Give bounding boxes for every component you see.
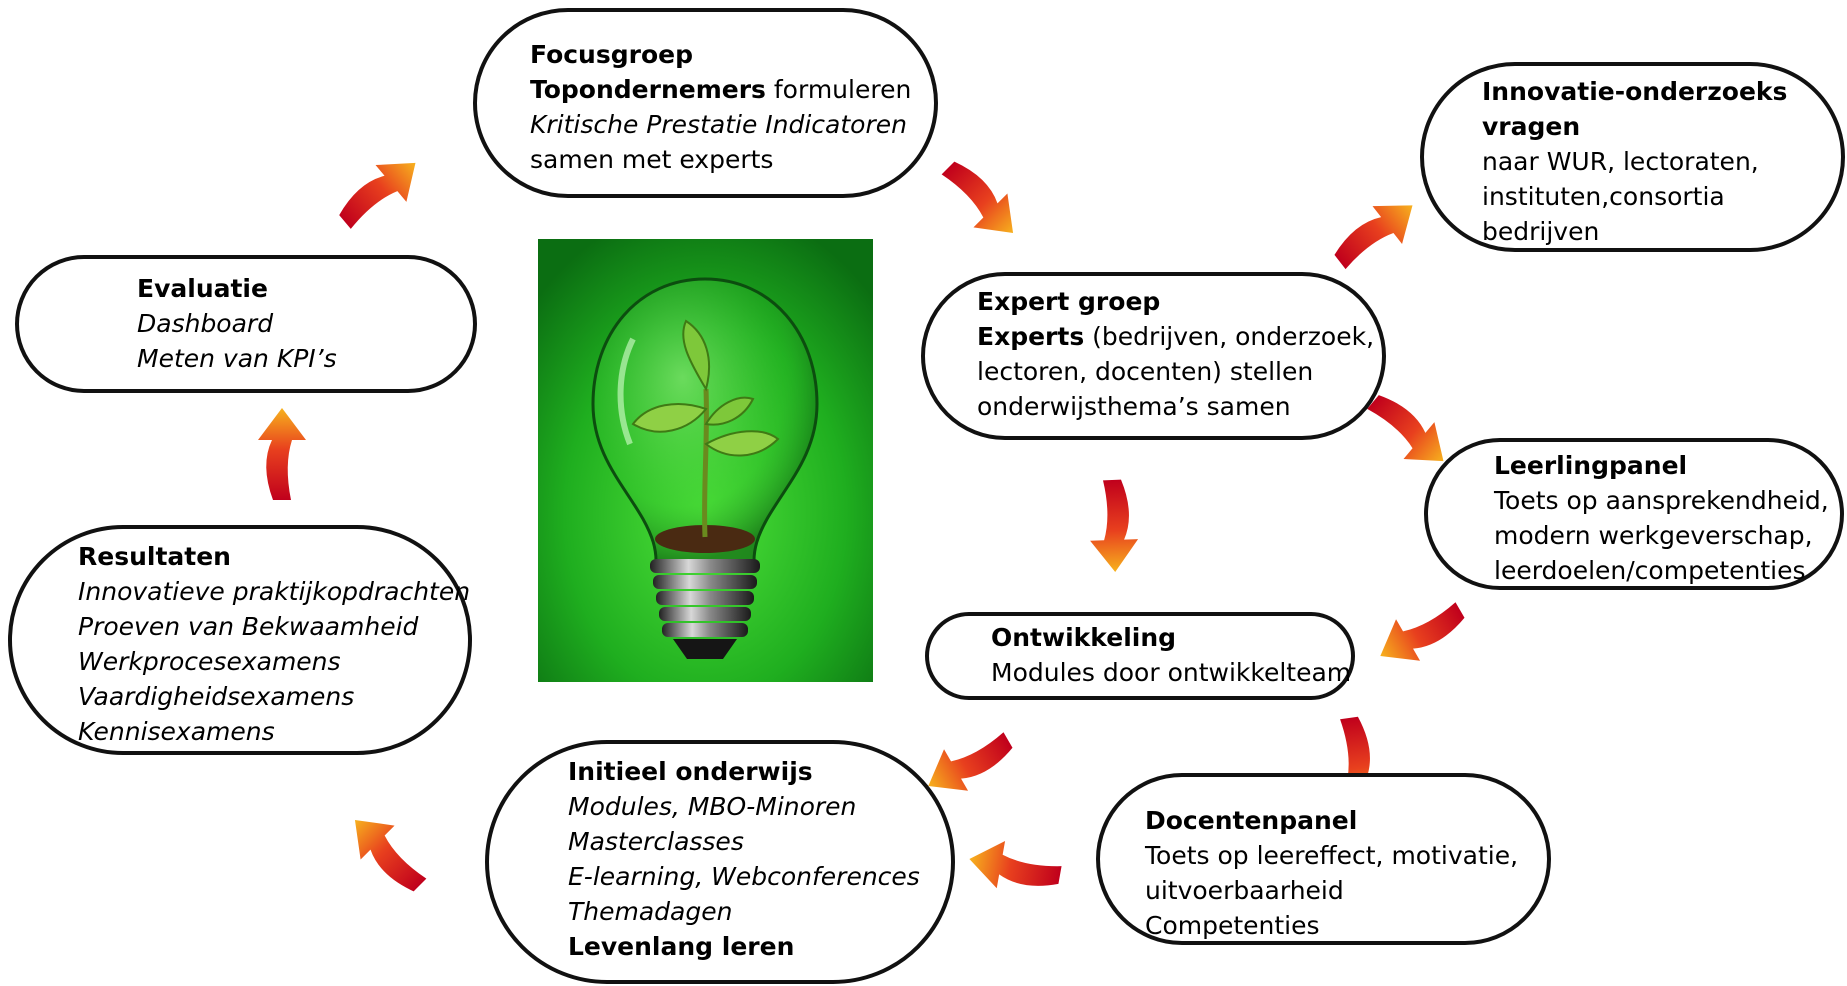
arrow-leerlingpanel-to-ontwikkeling (1368, 589, 1472, 677)
innovatie-title-1: Innovatie-onderzoeks (1482, 77, 1788, 106)
expert-line1: (bedrijven, onderzoek, (1084, 322, 1375, 351)
leerlingpanel-line3: leerdoelen/competenties (1494, 556, 1806, 585)
arrow-resultaten-to-evaluatie (258, 408, 306, 500)
innovatie-line1: naar WUR, lectoraten, (1482, 147, 1759, 176)
arrow-evaluatie-to-focusgroep (329, 144, 431, 241)
resultaten-item: Werkprocesexamens (78, 647, 341, 676)
focusgroep-line1: formuleren (765, 75, 912, 104)
focusgroep-bold-text: Topondernemers (530, 75, 766, 104)
leerlingpanel-title: Leerlingpanel (1494, 451, 1688, 480)
focusgroep-line2: Kritische Prestatie Indicatoren (530, 110, 907, 139)
resultaten-title: Resultaten (78, 542, 231, 571)
arrow-expert-to-innovatie (1325, 186, 1428, 281)
initieel-title: Initieel onderwijs (568, 757, 813, 786)
resultaten-item: Innovatieve praktijkopdrachten (78, 577, 471, 606)
expert-bold-text: Experts (977, 322, 1085, 351)
docentenpanel-node: Docentenpanel Toets op leereffect, motiv… (1096, 773, 1551, 945)
expert-title: Expert groep (977, 287, 1161, 316)
focusgroep-node: Focusgroep Topondernemers formuleren Kri… (473, 8, 938, 198)
arrow-docentenpanel-to-initieel (965, 835, 1065, 899)
leerlingpanel-line1: Toets op aansprekendheid, (1494, 486, 1829, 515)
expert-line3: onderwijsthema’s samen (977, 392, 1291, 421)
focusgroep-title: Focusgroep (530, 40, 693, 69)
ontwikkeling-title: Ontwikkeling (991, 623, 1177, 652)
expert-line2: lectoren, docenten) stellen (977, 357, 1314, 386)
evaluatie-node: Evaluatie Dashboard Meten van KPI’s (15, 255, 477, 393)
evaluatie-title: Evaluatie (137, 274, 268, 303)
lightbulb-plant-icon (538, 239, 873, 682)
expert-groep-node: Expert groep Experts (bedrijven, onderzo… (921, 272, 1386, 440)
initieel-onderwijs-node: Initieel onderwijs Modules, MBO-Minoren … (485, 740, 955, 984)
lightbulb-plant-image (538, 239, 873, 682)
initieel-item: Themadagen (568, 897, 733, 926)
resultaten-item: Proeven van Bekwaamheid (78, 612, 419, 641)
innovatie-line2: instituten,consortia (1482, 182, 1725, 211)
resultaten-item: Kennisexamens (78, 717, 275, 746)
evaluatie-line2: Meten van KPI’s (137, 344, 337, 373)
arrow-initieel-to-resultaten (337, 802, 437, 902)
resultaten-node: Resultaten Innovatieve praktijkopdrachte… (8, 525, 472, 755)
leerlingpanel-node: Leerlingpanel Toets op aansprekendheid, … (1424, 438, 1844, 590)
docentenpanel-line1: Toets op leereffect, motivatie, (1145, 841, 1519, 870)
ontwikkeling-line1: Modules door ontwikkelteam (991, 658, 1352, 687)
leerlingpanel-line2: modern werkgeverschap, (1494, 521, 1813, 550)
innovatie-line3: bedrijven (1482, 217, 1600, 246)
initieel-item: Masterclasses (568, 827, 744, 856)
initieel-item: E-learning, Webconferences (568, 862, 920, 891)
evaluatie-line1: Dashboard (137, 309, 274, 338)
docentenpanel-line2: uitvoerbaarheid (1145, 876, 1344, 905)
docentenpanel-title: Docentenpanel (1145, 806, 1358, 835)
focusgroep-line3: samen met experts (530, 145, 774, 174)
innovatie-node: Innovatie-onderzoeks vragen naar WUR, le… (1420, 62, 1845, 252)
initieel-item: Modules, MBO-Minoren (568, 792, 857, 821)
docentenpanel-line3: Competenties (1145, 911, 1320, 940)
arrow-expert-to-ontwikkeling (1088, 479, 1140, 573)
initieel-footer: Levenlang leren (568, 932, 795, 961)
innovatie-title-2: vragen (1482, 112, 1581, 141)
arrow-focusgroep-to-expert (931, 151, 1031, 251)
ontwikkeling-node: Ontwikkeling Modules door ontwikkelteam (925, 612, 1355, 700)
resultaten-item: Vaardigheidsexamens (78, 682, 355, 711)
